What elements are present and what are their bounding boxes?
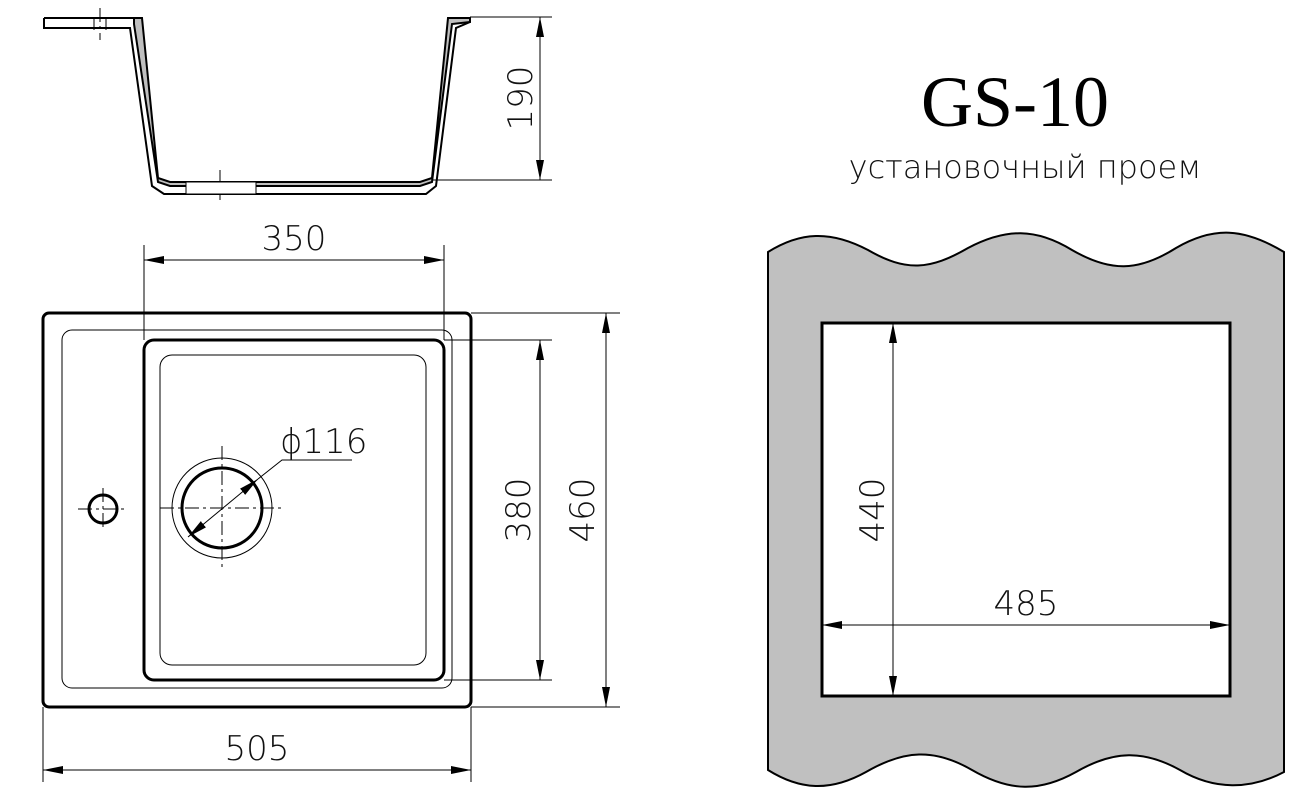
drain-diameter-label: ϕ116 [280,422,367,462]
overall-width-label: 505 [225,729,290,769]
depth-dimension-label: 190 [501,66,541,131]
cutout-view: 440 485 [767,231,1285,788]
overall-length-label: 460 [563,478,603,543]
bowl-outline [142,338,446,682]
sink-outer-outline [41,311,473,709]
sink-rim-inner [61,329,453,689]
top-plan-view: ϕ116 350 380 460 505 [41,219,620,782]
model-title: GS-10 [921,62,1109,142]
drain-diameter-line [187,478,259,538]
drain-section [185,181,257,195]
cutout-subtitle: установочный проем [849,148,1202,186]
countertop [767,231,1285,788]
cutout-length-label: 440 [853,478,893,543]
bowl-width-label: 350 [262,219,327,259]
cutout-opening [820,321,1232,698]
bowl-length-label: 380 [499,478,539,543]
side-section-view: 190 [43,8,552,200]
cutout-width-label: 485 [994,584,1059,624]
bowl-bottom-outline [159,354,427,666]
sink-side-section [44,17,471,187]
sink-side-outline [43,18,471,195]
